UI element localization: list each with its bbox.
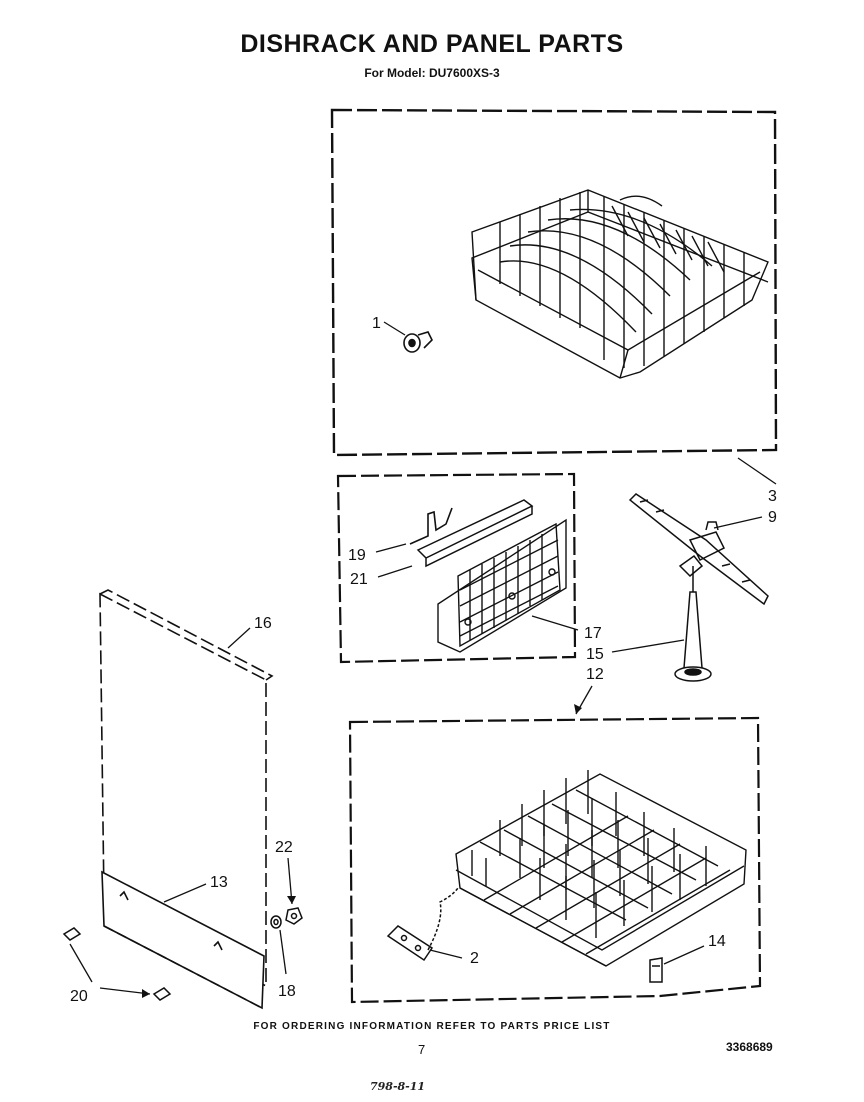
callout-14: 14 [708, 933, 726, 950]
part-17-panel-grille [437, 518, 567, 653]
ordering-footer: FOR ORDERING INFORMATION REFER TO PARTS … [253, 1021, 611, 1032]
callout-1: 1 [372, 315, 381, 332]
callout-9: 9 [768, 509, 777, 526]
part-21-trim-bar [416, 499, 534, 568]
panel-group-box [336, 472, 577, 664]
callout-2: 2 [470, 950, 479, 967]
part-14-rack-clip [649, 957, 663, 983]
callout-16: 16 [254, 615, 272, 632]
part-22-nut [285, 907, 303, 925]
callout-21: 21 [350, 571, 368, 588]
callout-3: 3 [768, 488, 777, 505]
upper-dishrack-drawing [471, 189, 769, 379]
callout-22: 22 [275, 839, 293, 856]
part-19-wire-clip [409, 507, 453, 545]
part-1-rack-roller [403, 331, 433, 353]
part-15-spray-tube [674, 566, 712, 682]
handwritten-note: 798-8-11 [370, 1080, 426, 1093]
part-9-spray-arm [628, 493, 769, 606]
part-2-rack-bracket [386, 887, 459, 962]
callout-15: 15 [586, 646, 604, 663]
callout-18: 18 [278, 983, 296, 1000]
page-title: DISHRACK AND PANEL PARTS [240, 30, 624, 58]
callout-19: 19 [348, 547, 366, 564]
callout-13: 13 [210, 874, 228, 891]
part-16-door-panel [99, 589, 274, 988]
callout-17: 17 [584, 625, 602, 642]
upper-rack-group-box [330, 108, 778, 457]
lower-rack-group-box [348, 716, 762, 1004]
part-13-control-panel [101, 870, 265, 1010]
callout-20: 20 [70, 988, 88, 1005]
model-subtitle: For Model: DU7600XS-3 [364, 66, 500, 80]
lower-dishrack-drawing [455, 770, 747, 967]
page-number: 7 [418, 1042, 426, 1057]
part-20-screws [62, 927, 172, 1001]
part-18-washer [270, 915, 282, 929]
document-number: 3368689 [726, 1040, 773, 1054]
callout-12: 12 [586, 666, 604, 683]
